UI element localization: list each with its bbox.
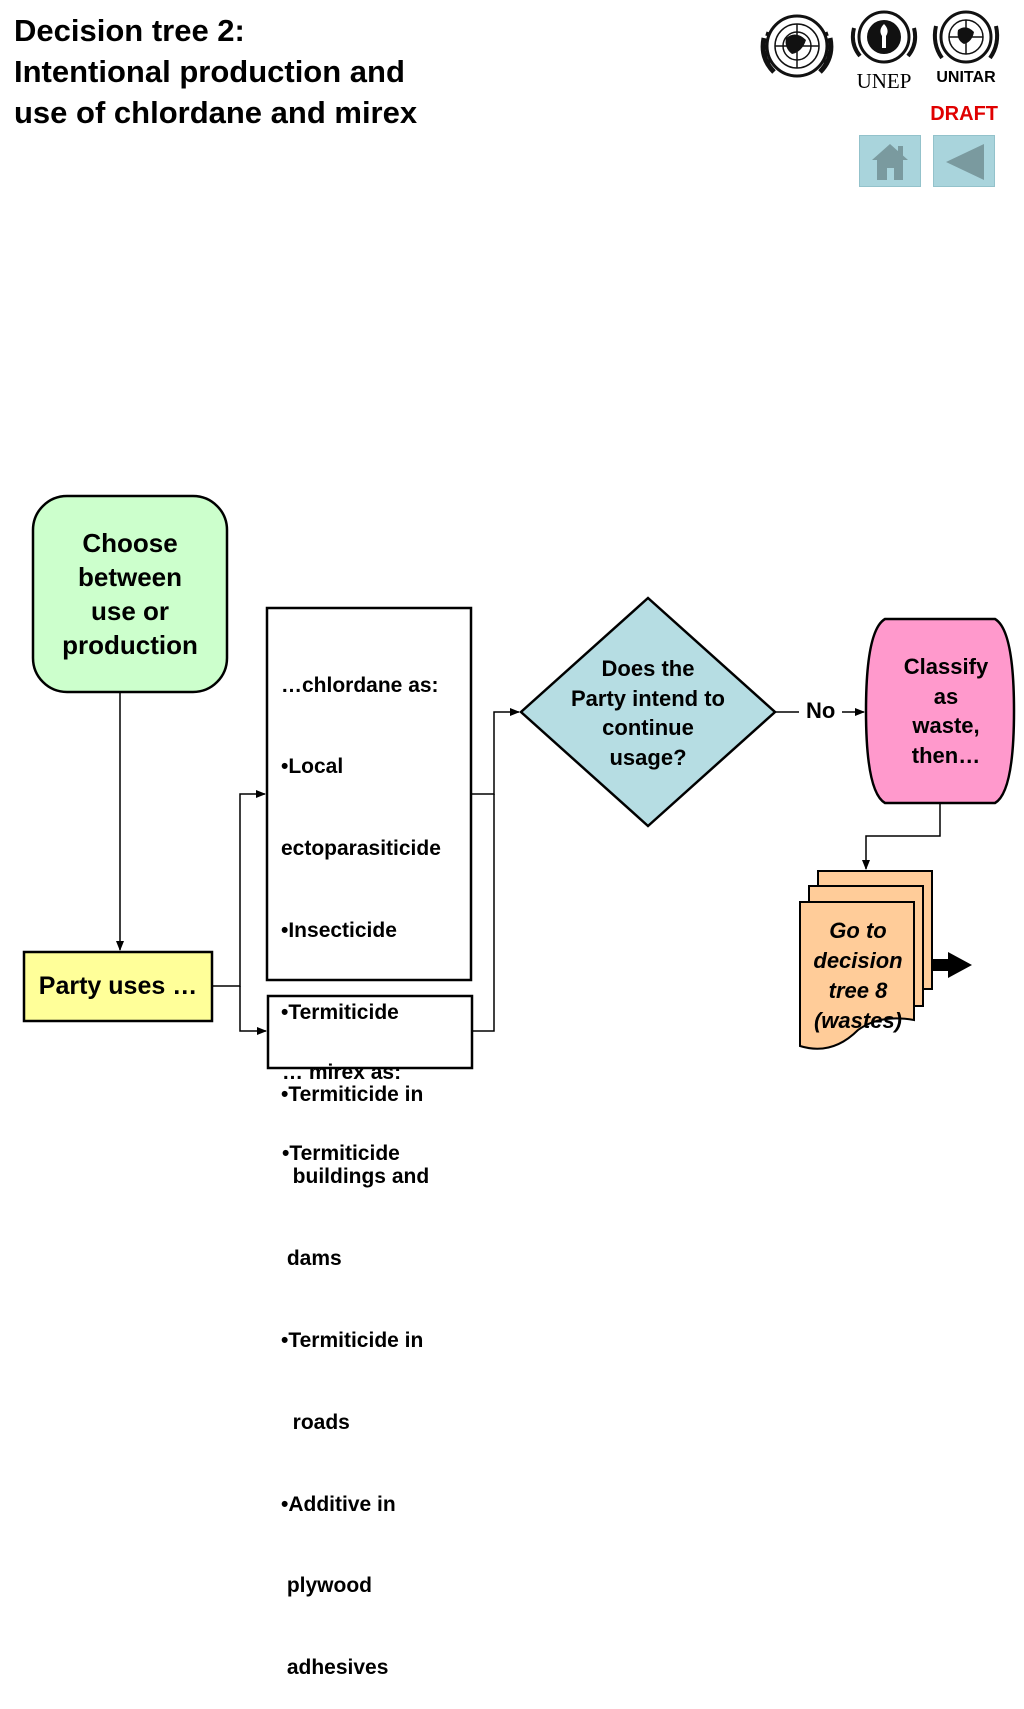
exit-arrow-icon [932,952,972,978]
triangle-left-icon [946,144,984,180]
unep-emblem-icon: UNEP [848,8,920,93]
classify-line: waste, [912,713,980,738]
party-uses-label: Party uses … [38,972,198,1000]
goto-line: decision [813,948,903,973]
mirex-line: •Termiticide [282,1142,400,1166]
goto-line: tree 8 [828,978,888,1003]
chlordane-line: •Additive in [281,1492,396,1516]
page-title: Decision tree 2: Intentional production … [14,10,534,133]
goto-documents-shape [799,870,933,1050]
decision-line: continue [602,715,694,740]
chlordane-line: plywood [281,1574,372,1598]
chlordane-line: •Local [281,755,344,779]
unep-label: UNEP [856,69,912,93]
party-uses-shape [22,950,214,1023]
mirex-line: … mirex as: [282,1060,402,1084]
draft-label: DRAFT [930,103,998,125]
start-line: Choose [82,528,178,558]
house-icon [872,144,908,180]
decision-line: usage? [609,744,687,770]
decision-diamond-shape [519,596,777,828]
decision-tree-diagram [22,494,1016,1070]
classify-node-shape [864,617,1016,805]
classify-line: then… [911,742,981,768]
chlordane-line: adhesives [281,1656,389,1680]
goto-node[interactable]: Go to decision tree 8 (wastes) [800,914,916,1038]
chlordane-line: buildings and [281,1164,430,1188]
start-node: Choose between use or production [33,496,227,692]
start-line: between [77,562,183,592]
unitar-emblem-icon: UNITAR [928,8,1004,92]
title-line: Intentional production and [14,54,405,89]
classify-line: as [933,683,959,709]
decision-line: Party intend to [570,685,725,711]
chlordane-line: •Termiticide in [281,1083,424,1107]
un-emblem-icon [756,8,838,88]
classify-line: Classify [903,654,989,679]
decision-node: Does the Party intend to continue usage? [548,640,748,786]
unitar-label: UNITAR [936,69,996,86]
goto-line: (wastes) [813,1008,903,1033]
start-line: production [62,630,198,660]
mirex-box-shape [266,994,474,1070]
home-button[interactable] [859,135,921,187]
chlordane-line: •Termiticide [281,1001,399,1025]
chlordane-box-shape [265,606,473,982]
chlordane-line: …chlordane as: [281,673,439,697]
title-line: use of chlordane and mirex [14,95,418,130]
back-button[interactable] [933,135,995,187]
chlordane-line: •Insecticide [281,919,397,943]
chlordane-line: dams [281,1246,342,1270]
start-line: use or [90,596,170,626]
title-line: Decision tree 2: [14,13,245,48]
chlordane-line: ectoparasiticide [281,837,441,861]
no-label: No [806,698,836,723]
chlordane-line: roads [281,1410,350,1434]
classify-node: Classify as waste, then… [876,640,1016,782]
party-uses-node: Party uses … [24,952,212,1021]
chlordane-line: •Termiticide in [281,1328,424,1352]
mirex-list: … mirex as: •Termiticide [282,1004,401,1195]
decision-line: Does the [601,656,695,681]
goto-line: Go to [829,918,887,943]
start-node-shape [31,494,229,694]
